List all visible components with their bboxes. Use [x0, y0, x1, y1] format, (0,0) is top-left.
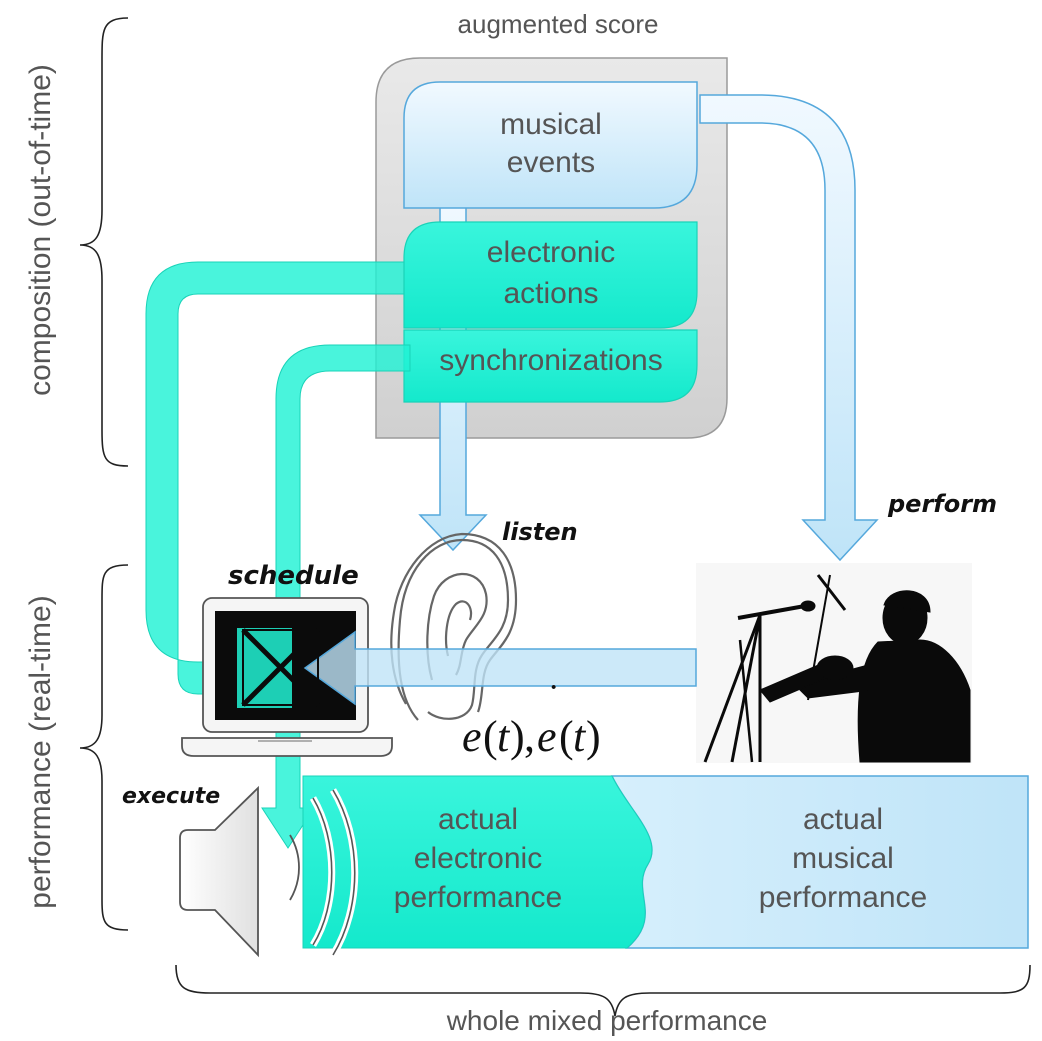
svg-text:t: t	[497, 712, 511, 761]
execute-label: execute	[122, 784, 220, 809]
svg-text:): )	[586, 712, 601, 761]
listen-label: listen	[502, 518, 578, 546]
electronic-actions-label-2: actions	[503, 277, 598, 310]
musical-performance-label-1: actual	[803, 803, 883, 836]
scheduler-cross-icon	[237, 628, 320, 708]
electronic-actions-label-1: electronic	[487, 236, 615, 269]
svg-text:): )	[510, 712, 525, 761]
ear-icon	[390, 532, 518, 721]
augmented-score-title: augmented score	[458, 9, 659, 39]
performance-brace-label: performance (real-time)	[24, 595, 57, 908]
whole-brace-label: whole mixed performance	[446, 1005, 768, 1036]
sound-waves-icon	[309, 788, 359, 957]
svg-text:,: ,	[524, 712, 535, 761]
composition-brace-label: composition (out-of-time)	[24, 64, 57, 396]
svg-text:e: e	[537, 712, 557, 761]
musical-performance-label-2: musical	[792, 842, 894, 875]
musical-events-label-1: musical	[500, 108, 602, 141]
musical-events-label-2: events	[507, 146, 595, 179]
svg-text:(: (	[483, 712, 498, 761]
microphone-icon	[703, 574, 847, 763]
svg-text:t: t	[573, 712, 587, 761]
synchronizations-block	[403, 329, 698, 403]
musical-performance-label-3: performance	[759, 881, 927, 914]
violinist-icon	[696, 563, 972, 763]
electronic-actions-block	[403, 221, 698, 329]
electronic-performance-label-3: performance	[394, 881, 562, 914]
perform-label: perform	[887, 490, 997, 518]
composition-brace	[79, 17, 129, 467]
tempo-formula: e ( t ) , e · ( t )	[462, 669, 601, 761]
synchronizations-label: synchronizations	[439, 344, 662, 377]
speaker-icon	[179, 785, 300, 958]
listen-feedback-arrow	[303, 630, 697, 706]
svg-text:e: e	[462, 712, 482, 761]
actual-electronic-performance-block	[302, 775, 653, 949]
performance-brace	[79, 564, 129, 931]
svg-text:·: ·	[548, 669, 559, 706]
whole-brace	[175, 964, 1031, 1017]
schedule-label: schedule	[228, 561, 359, 591]
perform-arrow	[699, 94, 879, 562]
electronic-performance-label-2: electronic	[414, 842, 542, 875]
musical-events-block	[403, 81, 698, 209]
electronic-performance-label-1: actual	[438, 803, 518, 836]
svg-text:(: (	[559, 712, 574, 761]
